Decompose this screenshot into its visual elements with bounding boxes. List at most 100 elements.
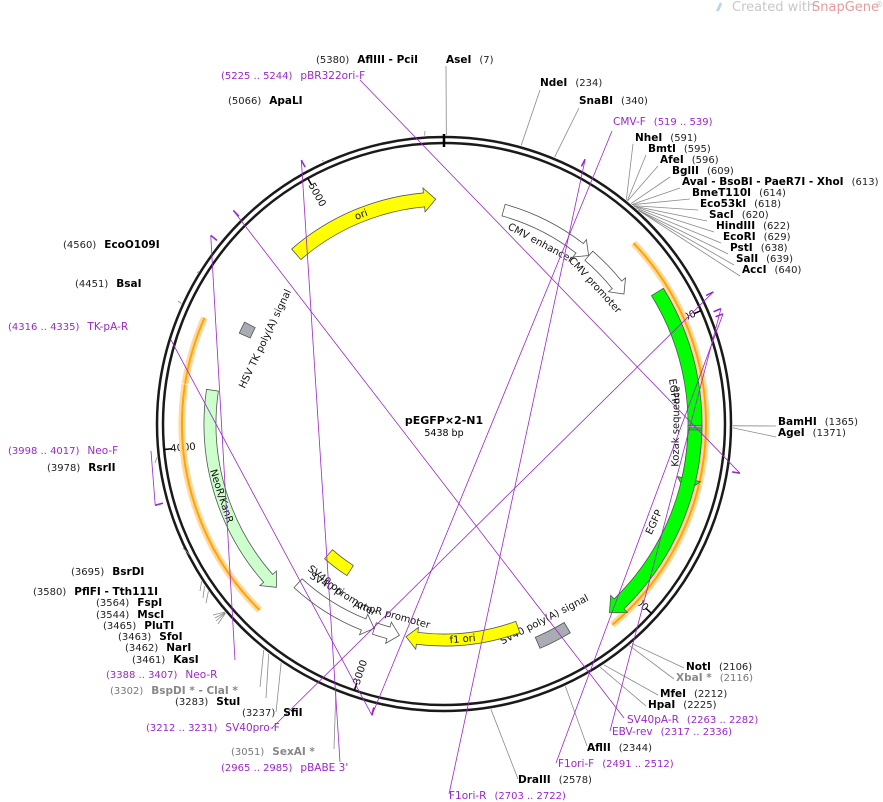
enzyme-position: (7) xyxy=(479,55,493,66)
enzyme-position: (2212) xyxy=(694,689,727,700)
leader-line xyxy=(635,207,722,244)
enzyme-name: AflIII - PciI xyxy=(357,54,418,66)
enzyme-position: (3580) xyxy=(33,587,66,598)
enzyme-position: (4451) xyxy=(75,279,108,290)
enzyme-label-hpai: HpaI(2225) xyxy=(648,699,717,711)
enzyme-name: FspI xyxy=(137,597,162,609)
snapgene-logo-icon xyxy=(716,2,722,11)
enzyme-label-fspi: (3564) FspI xyxy=(96,597,162,609)
leader-line xyxy=(150,450,156,506)
leader-line xyxy=(631,643,685,669)
enzyme-position: (3302) xyxy=(110,686,143,697)
leader-line xyxy=(555,313,724,764)
tick-mark xyxy=(693,309,702,315)
primer-mark xyxy=(713,307,722,313)
leader-line xyxy=(638,209,729,255)
leader-line xyxy=(634,206,715,233)
enzyme-label-bspdi-clai: (3302) BspDI * - ClaI * xyxy=(110,685,238,697)
leader-line xyxy=(564,686,588,747)
enzyme-name: BsaI xyxy=(116,278,141,290)
enzyme-position: (595) xyxy=(684,144,711,155)
enzyme-name: EcoRI xyxy=(723,231,756,243)
enzyme-label-sfii: (3237)SfiI xyxy=(242,707,303,719)
enzyme-label-afei: AfeI(596) xyxy=(660,154,719,166)
feature-sv40-promoter xyxy=(293,578,375,636)
primer-label-pbr322ori-f: (5225 .. 5244)pBR322ori-F xyxy=(221,70,365,82)
leader-line xyxy=(232,210,625,719)
enzyme-name: SacI xyxy=(709,209,734,221)
enzyme-position: (3564) xyxy=(96,598,129,609)
primer-labels: CMV-F(519 .. 539)SV40pA-R(2263 .. 2282)E… xyxy=(8,70,758,802)
feature-cmv-promoter xyxy=(584,250,627,295)
enzyme-label-sfoi: (3463)SfoI xyxy=(118,631,183,643)
enzyme-label-rsrii: (3978) RsrII xyxy=(47,462,116,474)
enzyme-label-agei: AgeI(1371) xyxy=(778,427,846,439)
enzyme-position: (614) xyxy=(759,188,786,199)
enzyme-position: (613) xyxy=(852,177,879,188)
primer-mark xyxy=(715,313,724,318)
leader-line xyxy=(199,581,203,592)
leader-line xyxy=(205,591,209,604)
enzyme-name: RsrII xyxy=(88,462,115,474)
enzyme-name: BspDI * - ClaI * xyxy=(151,685,238,697)
enzyme-position: (3978) xyxy=(47,463,80,474)
primer-label-neo-f: (3998 .. 4017)Neo-F xyxy=(8,445,118,457)
feature-label-hsv-tk-poly-a-signal: HSV TK poly(A) signal xyxy=(237,288,294,390)
tick-mark xyxy=(164,447,173,451)
enzyme-name: AfeI xyxy=(660,154,684,166)
primer-label-sv40pro-f: (3212 .. 3231)SV40pro-F xyxy=(146,722,280,734)
enzyme-position: (629) xyxy=(764,232,791,243)
enzyme-position: (3283) xyxy=(175,697,208,708)
primer-label-ebv-rev: EBV-rev(2317 .. 2336) xyxy=(612,726,732,738)
leader-line xyxy=(259,649,265,688)
leader-line xyxy=(520,89,541,146)
feature-sv40-ori xyxy=(323,549,354,577)
primer-label-pbabe-3: (2965 .. 2985)pBABE 3' xyxy=(221,762,348,774)
enzyme-label-draiii: DraIII(2578) xyxy=(518,774,592,786)
leader-line xyxy=(609,308,722,732)
primer-name: F1ori-R xyxy=(449,790,486,802)
feature-label-kozak-sequence: Kozak sequence xyxy=(671,386,683,467)
feature-label-neor-kanr: NeoR/KanR xyxy=(207,468,235,525)
primer-mark xyxy=(155,502,164,507)
tick-mark xyxy=(353,682,358,691)
enzyme-name: AflII xyxy=(587,742,611,754)
orf-arcs xyxy=(178,240,710,628)
enzyme-position: (638) xyxy=(761,243,788,254)
primer-mark xyxy=(232,209,240,217)
enzyme-label-bamhi: BamHI(1365) xyxy=(778,416,858,428)
enzyme-name: EcoO109I xyxy=(104,239,159,251)
enzyme-name: NheI xyxy=(635,132,662,144)
feature-f1-ori xyxy=(405,620,521,651)
enzyme-position: (4560) xyxy=(63,240,96,251)
primer-position: (2703 .. 2722) xyxy=(494,791,566,802)
leader-line xyxy=(300,160,341,763)
enzyme-label-avai-bsobi-paer7i-xhoi: AvaI - BsoBI - PaeR7I - XhoI(613) xyxy=(682,176,879,188)
enzyme-label-stui: (3283)StuI xyxy=(175,696,240,708)
leader-line xyxy=(333,691,337,750)
enzyme-name: SfoI xyxy=(159,631,182,643)
enzyme-name: HindIII xyxy=(716,220,755,232)
primer-position: (2263 .. 2282) xyxy=(687,715,759,726)
primer-mark xyxy=(210,234,218,242)
enzyme-name: AccI xyxy=(742,264,766,276)
enzyme-name: HpaI xyxy=(648,699,675,711)
enzyme-position: (5380) xyxy=(316,55,349,66)
enzyme-label-msci: (3544)MscI xyxy=(96,609,164,621)
enzyme-position: (618) xyxy=(754,199,781,210)
enzyme-position: (3051) xyxy=(231,747,264,758)
watermark-brand: SnapGene xyxy=(812,0,879,15)
feature-label-egfp: EGFP xyxy=(666,378,681,405)
leader-line xyxy=(490,709,519,780)
leader-line xyxy=(321,159,324,162)
leader-line xyxy=(202,585,205,599)
leader-line xyxy=(359,79,741,474)
orf-band xyxy=(181,316,208,385)
enzyme-label-bmet110i: BmeT110I(614) xyxy=(692,187,786,199)
enzyme-label-apali: (5066)ApaLI xyxy=(228,95,303,107)
leader-line xyxy=(265,653,270,699)
enzyme-name: SnaBI xyxy=(579,95,613,107)
enzyme-label-acci: AccI(640) xyxy=(742,264,801,276)
enzyme-position: (3462) xyxy=(125,643,158,654)
